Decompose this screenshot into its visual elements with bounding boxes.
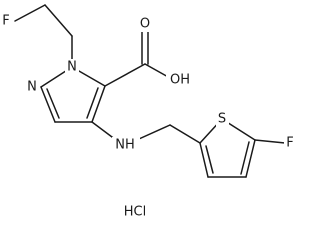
bond-c5-cooh — [104, 63, 146, 87]
bond-c3-c2-double — [205, 145, 214, 174]
bond-c5-c4 — [245, 139, 256, 178]
bond-n2-c3-double — [46, 88, 60, 119]
thiophene-sulfur-label: S — [218, 112, 226, 127]
hydrochloride-salt-label: HCl — [124, 205, 146, 220]
bond-c-oh — [144, 63, 171, 79]
bond-ch2-ch2 — [44, 4, 73, 37]
bond-c5-c4-double — [240, 141, 250, 175]
amine-label: NH — [115, 138, 135, 153]
carbonyl-oxygen-label: O — [140, 17, 150, 32]
fluorine-label-2: F — [286, 136, 293, 151]
pyrazole-n1-label: N — [67, 60, 77, 75]
pyrazole-n2-label: N — [27, 80, 37, 95]
bond-layer — [14, 4, 286, 178]
bond-c3-c2 — [199, 142, 209, 178]
bond-c4-c5 — [91, 85, 106, 123]
bond-ch2-thiophene — [169, 124, 201, 144]
bond-c4-c5-double — [86, 87, 99, 119]
bond-c5-f — [254, 139, 286, 144]
atom-layer: F N N O OH NH S F — [0, 13, 296, 153]
bond-f-ch2 — [14, 4, 46, 22]
hydroxyl-label: OH — [170, 73, 190, 88]
molecule-diagram: F N N O OH NH S F HCl — [0, 4, 296, 220]
bond-n2-c3 — [40, 86, 56, 123]
fluorine-label-1: F — [2, 14, 9, 29]
